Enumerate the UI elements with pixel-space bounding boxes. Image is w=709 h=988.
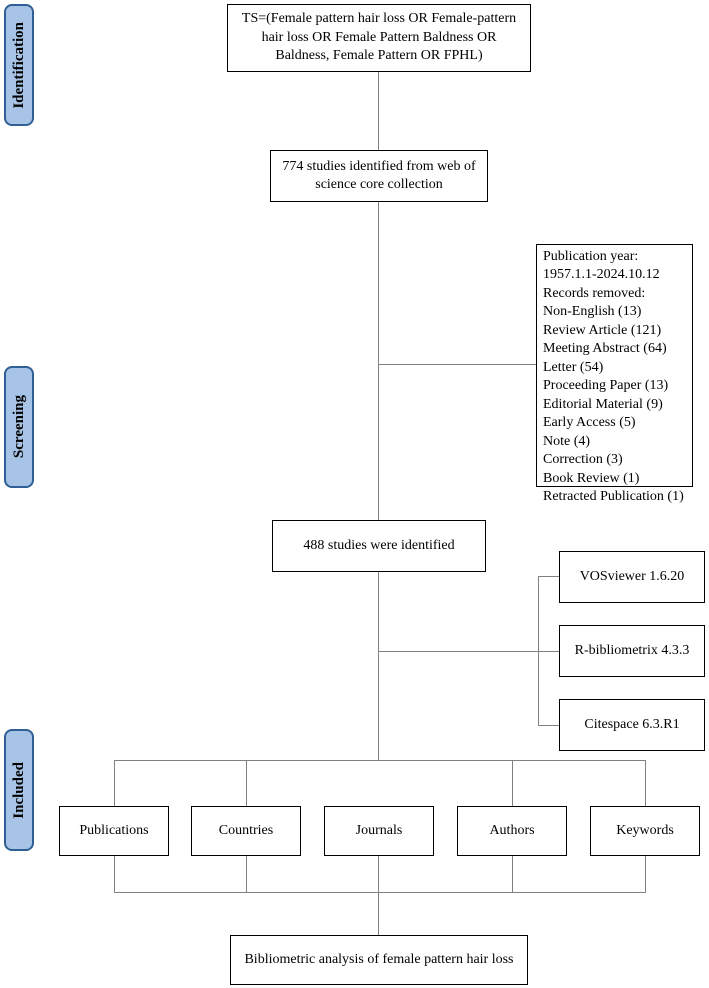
rise-authors [512, 856, 513, 892]
exclusion-line: 1957.1.1-2024.10.12 [543, 267, 660, 283]
analysis-label: Journals [355, 822, 403, 838]
connector-analyses-bottom [114, 892, 646, 893]
connector-to-final [378, 856, 379, 936]
rise-keywords [645, 856, 646, 892]
exclusion-line: Proceeding Paper (13) [543, 378, 669, 394]
analysis-box-keywords: Keywords [590, 806, 700, 856]
connector-analyses-top [114, 760, 646, 761]
remaining-box: 488 studies were identified [272, 520, 486, 572]
connector-main-2 [378, 202, 379, 520]
search-query-box: TS=(Female pattern hair loss OR Female-p… [227, 4, 531, 72]
connector-tool-1 [538, 576, 559, 577]
analysis-label: Authors [489, 822, 535, 838]
tool-label: VOSviewer 1.6.20 [579, 568, 685, 584]
tool-box-bibliometrix: R-bibliometrix 4.3.3 [559, 625, 705, 677]
exclusion-line: Early Access (5) [543, 415, 636, 431]
connector-main-1 [378, 72, 379, 150]
analysis-label: Countries [218, 822, 274, 838]
exclusion-line: Correction (3) [543, 452, 623, 468]
analysis-box-countries: Countries [191, 806, 301, 856]
analysis-label: Keywords [616, 822, 674, 838]
stage-screening-label: Screening [10, 395, 27, 459]
analysis-box-journals: Journals [324, 806, 434, 856]
analysis-box-publications: Publications [59, 806, 169, 856]
identified-box: 774 studies identified from web of scien… [270, 150, 488, 202]
analysis-box-authors: Authors [457, 806, 567, 856]
final-text: Bibliometric analysis of female pattern … [244, 951, 514, 967]
drop-authors [512, 760, 513, 806]
identified-text: 774 studies identified from web of scien… [282, 158, 476, 192]
final-box: Bibliometric analysis of female pattern … [230, 935, 528, 985]
exclusion-line: Note (4) [543, 433, 591, 449]
stage-included-label: Included [10, 761, 27, 819]
exclusion-line: Review Article (121) [543, 322, 662, 338]
analysis-label: Publications [79, 822, 149, 838]
exclusion-line: Letter (54) [543, 359, 604, 375]
exclusion-line: Non-English (13) [543, 304, 642, 320]
connector-tools [378, 651, 559, 652]
tool-label: R-bibliometrix 4.3.3 [574, 642, 690, 658]
search-query-text: TS=(Female pattern hair loss OR Female-p… [241, 11, 517, 64]
connector-tools-vertical [538, 576, 539, 726]
remaining-text: 488 studies were identified [303, 537, 455, 553]
drop-publications [114, 760, 115, 806]
stage-identification-label: Identification [10, 21, 27, 109]
exclusion-line: Book Review (1) [543, 470, 640, 486]
exclusion-line: Records removed: [543, 285, 646, 301]
drop-countries [246, 760, 247, 806]
connector-exclusion [378, 364, 536, 365]
drop-keywords [645, 760, 646, 806]
exclusion-line: Publication year: [543, 249, 639, 264]
stage-screening: Screening [4, 366, 34, 488]
exclusion-line: Retracted Publication (1) [543, 489, 684, 505]
tool-box-citespace: Citespace 6.3.R1 [559, 699, 705, 751]
rise-countries [246, 856, 247, 892]
connector-main-3 [378, 572, 379, 760]
rise-publications [114, 856, 115, 892]
tool-label: Citespace 6.3.R1 [584, 716, 680, 732]
tool-box-vosviewer: VOSviewer 1.6.20 [559, 551, 705, 603]
exclusion-line: Editorial Material (9) [543, 396, 663, 412]
stage-included: Included [4, 729, 34, 851]
exclusion-line: Meeting Abstract (64) [543, 341, 667, 357]
connector-tool-3 [538, 725, 559, 726]
stage-identification: Identification [4, 4, 34, 126]
